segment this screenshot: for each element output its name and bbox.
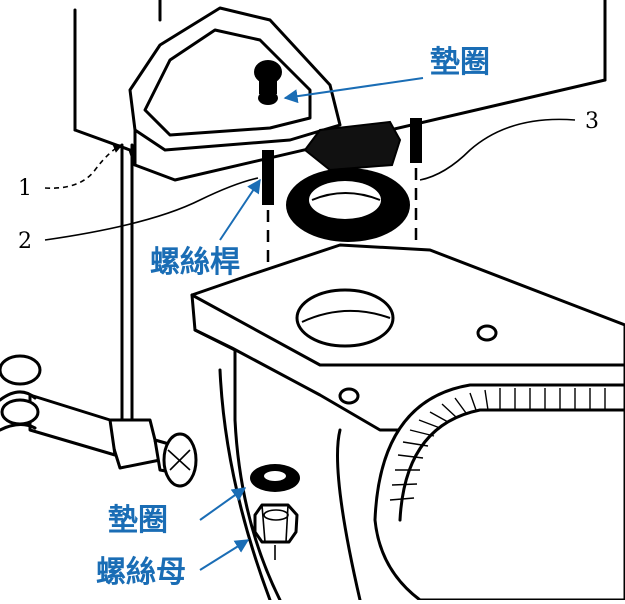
arrow-washer-top (283, 77, 424, 104)
label-bolt: 螺絲桿 (150, 245, 240, 280)
label-washer-top: 墊圈 (430, 45, 490, 80)
callout-number-1: 1 (18, 176, 32, 201)
arrow-bolt (219, 178, 261, 241)
sink-deck (190, 243, 625, 602)
leader-2 (44, 177, 259, 241)
callout-number-3: 3 (585, 109, 599, 134)
hex-nut (253, 503, 299, 560)
leader-3 (419, 118, 576, 181)
leader-1 (44, 143, 123, 189)
callout-number-2: 2 (18, 229, 32, 254)
knob-icon (254, 60, 282, 105)
cutout-ribs (389, 388, 606, 501)
large-washer (286, 168, 410, 242)
arrow-nut (199, 539, 250, 571)
label-washer-bottom: 墊圈 (108, 503, 168, 538)
label-nut: 螺絲母 (96, 555, 186, 590)
arrow-washer-bottom (199, 487, 247, 521)
small-washer (250, 464, 300, 492)
supply-pipe (0, 143, 198, 488)
